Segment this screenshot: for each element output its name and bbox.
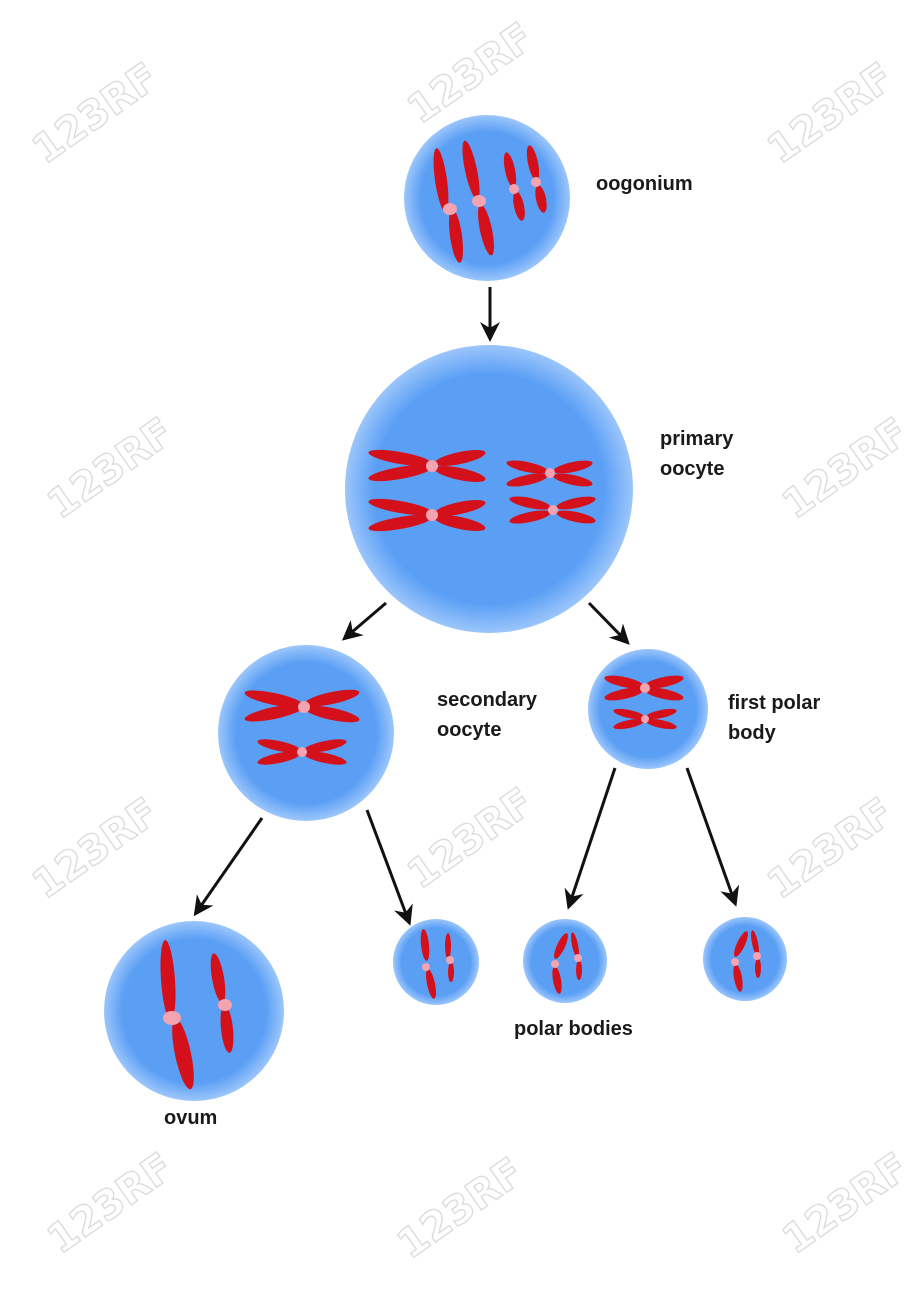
chromosome-pair <box>368 449 486 482</box>
label-primary-oocyte-line1: primary <box>660 428 734 450</box>
polar-body-cell <box>393 919 479 1005</box>
first-polar-body-cell <box>588 649 708 769</box>
watermark-logo: 123RF <box>39 409 183 529</box>
arrow-first-polar-to-polar-body-right <box>685 767 740 907</box>
chromosome-pair <box>604 675 684 701</box>
watermark-logo: 123RF <box>399 779 543 899</box>
watermark-text: 123RF <box>774 1144 916 1263</box>
watermark-logo: 123RF <box>399 14 543 134</box>
watermark-logo: 123RF <box>759 789 903 909</box>
watermark-text: 123RF <box>24 789 166 908</box>
label-ovum: ovum <box>164 1107 217 1129</box>
polar-body-cell <box>703 917 787 1001</box>
arrow-primary-to-first-polar <box>587 601 630 645</box>
watermark-text: 123RF <box>39 409 181 528</box>
watermark-text: 123RF <box>389 1149 531 1268</box>
watermark-text: 123RF <box>774 409 916 528</box>
arrow-first-polar-to-polar-body-left <box>564 767 617 910</box>
oogonium-cell <box>404 115 570 281</box>
chromosome <box>526 145 547 213</box>
chromosome <box>503 152 525 221</box>
watermark-logo: 123RF <box>24 789 168 909</box>
watermark-logo: 123RF <box>774 1144 918 1264</box>
arrows <box>193 287 740 926</box>
label-first-polar-body-line1: first polar <box>728 692 820 714</box>
watermark-text: 123RF <box>24 54 166 173</box>
label-primary-oocyte-line2: oocyte <box>660 458 724 480</box>
label-secondary-oocyte-line1: secondary <box>437 689 538 711</box>
secondary-oocyte-cell <box>218 645 394 821</box>
chromosome <box>462 140 494 256</box>
polar-body-cell <box>523 919 607 1003</box>
arrow-secondary-to-ovum <box>193 817 264 917</box>
ovum-cell <box>104 921 284 1101</box>
chromosome-pair <box>506 460 593 487</box>
chromosome-pair <box>613 708 677 730</box>
watermark-logo: 123RF <box>39 1144 183 1264</box>
watermark-text: 123RF <box>399 14 541 133</box>
watermark-logo: 123RF <box>774 409 918 529</box>
chromosome-pair <box>257 739 347 765</box>
chromosome <box>160 940 194 1090</box>
arrow-secondary-to-polar-body <box>365 809 413 926</box>
primary-oocyte-cell <box>345 345 633 633</box>
watermark-text: 123RF <box>759 789 901 908</box>
label-polar-bodies: polar bodies <box>514 1018 633 1040</box>
watermark-text: 123RF <box>39 1144 181 1263</box>
label-secondary-oocyte-line2: oocyte <box>437 719 501 741</box>
label-oogonium: oogonium <box>596 173 693 195</box>
chromosome <box>433 148 464 263</box>
arrow-primary-to-secondary <box>341 601 387 641</box>
chromosome-pair <box>368 498 486 532</box>
chromosome <box>210 953 234 1053</box>
chromosome-pair <box>244 689 360 723</box>
label-first-polar-body-line2: body <box>728 722 777 744</box>
watermark-text: 123RF <box>759 54 901 173</box>
chromosome-pair <box>509 496 596 524</box>
watermark-logo: 123RF <box>389 1149 533 1269</box>
watermark-logo: 123RF <box>759 54 903 174</box>
watermark-logo: 123RF <box>24 54 168 174</box>
watermark-text: 123RF <box>399 779 541 898</box>
